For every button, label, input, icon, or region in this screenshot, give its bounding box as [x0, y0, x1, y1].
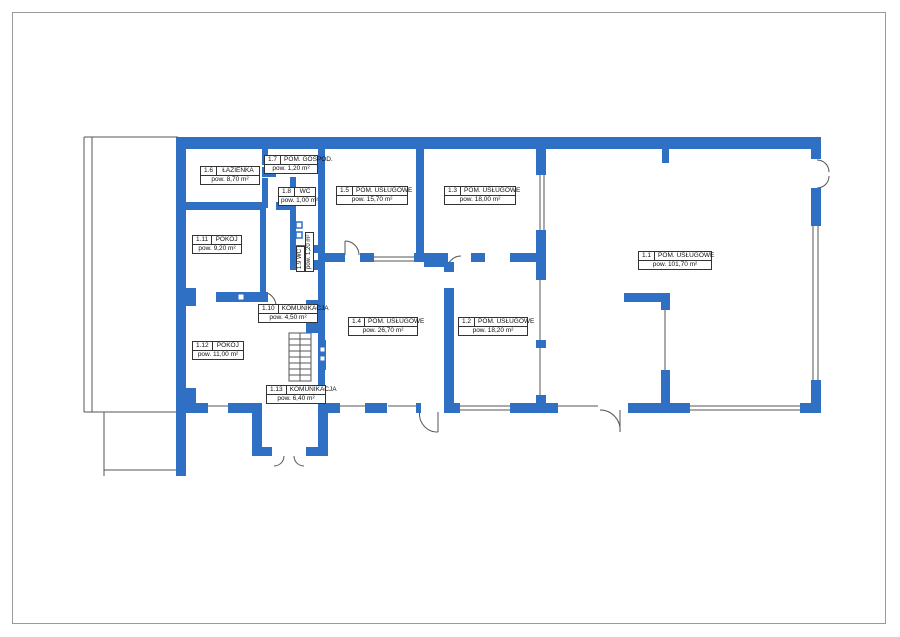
- room-name: POM. USŁUGOWE: [478, 318, 535, 325]
- room-number: 1.10: [259, 305, 279, 313]
- door-swing: [273, 455, 285, 467]
- room-name: POM. USŁUGOWE: [368, 318, 425, 325]
- thin-lines: [83, 136, 830, 476]
- room-label-vertical: pow. 1,20 m²: [305, 231, 314, 272]
- room-area: pow. 11,00 m²: [197, 351, 239, 358]
- room-area: pow. 15,70 m²: [351, 196, 393, 203]
- room-name: KOMUNIKACJA: [289, 386, 337, 393]
- door-swing: [599, 409, 621, 433]
- door-swing: [816, 175, 830, 189]
- room-area: pow. 1,00 m²: [281, 197, 319, 204]
- room-label: 1.6 ŁAZIENKA pow. 8,70 m²: [200, 166, 260, 185]
- room-area: pow. 18,00 m²: [459, 196, 501, 203]
- room-number: 1.1: [639, 252, 656, 260]
- room-name: WC: [297, 248, 303, 259]
- room-number: 1.5: [337, 187, 354, 195]
- room-name: POM. USŁUGOWE: [464, 187, 521, 194]
- room-name: POKÓJ: [215, 236, 238, 243]
- room-area: pow. 26,70 m²: [362, 327, 404, 334]
- room-number: 1.8: [279, 188, 296, 196]
- room-name: POM. USŁUGOWE: [356, 187, 413, 194]
- staircase: [288, 332, 312, 382]
- windows: [180, 172, 819, 440]
- room-name: POM. GOSPOD.: [284, 156, 333, 163]
- room-area: pow. 6,40 m²: [277, 395, 315, 402]
- room-name: POM. USŁUGOWE: [658, 252, 715, 259]
- room-area: pow. 8,70 m²: [211, 176, 249, 183]
- door-swing: [816, 159, 830, 173]
- room-number: 1.7: [265, 156, 282, 164]
- room-number: 1.12: [193, 342, 213, 350]
- room-name: KOMUNIKACJA: [281, 305, 329, 312]
- room-number: 1.13: [267, 386, 287, 394]
- room-name: POKÓJ: [216, 342, 239, 349]
- room-number: 1.9: [297, 260, 303, 269]
- door-swing: [344, 240, 360, 256]
- room-area: pow. 1,20 m²: [306, 234, 312, 269]
- drawing-frame: [12, 12, 886, 624]
- door-swing: [419, 409, 439, 433]
- room-number: 1.11: [193, 236, 213, 244]
- room-label-vertical: 1.9 WC: [296, 245, 305, 272]
- room-area: pow. 9,20 m²: [198, 245, 236, 252]
- room-number: 1.3: [445, 187, 462, 195]
- room-area: pow. 18,20 m²: [472, 327, 514, 334]
- room-number: 1.6: [201, 167, 218, 175]
- room-area: pow. 1,20 m²: [272, 165, 310, 172]
- room-area: pow. 4,50 m²: [269, 314, 307, 321]
- room-number: 1.2: [459, 318, 476, 326]
- room-area: pow. 101,70 m²: [652, 261, 698, 268]
- room-number: 1.4: [349, 318, 366, 326]
- room-name: WC: [299, 188, 311, 195]
- door-swing: [293, 455, 305, 467]
- room-name: ŁAZIENKA: [222, 167, 254, 174]
